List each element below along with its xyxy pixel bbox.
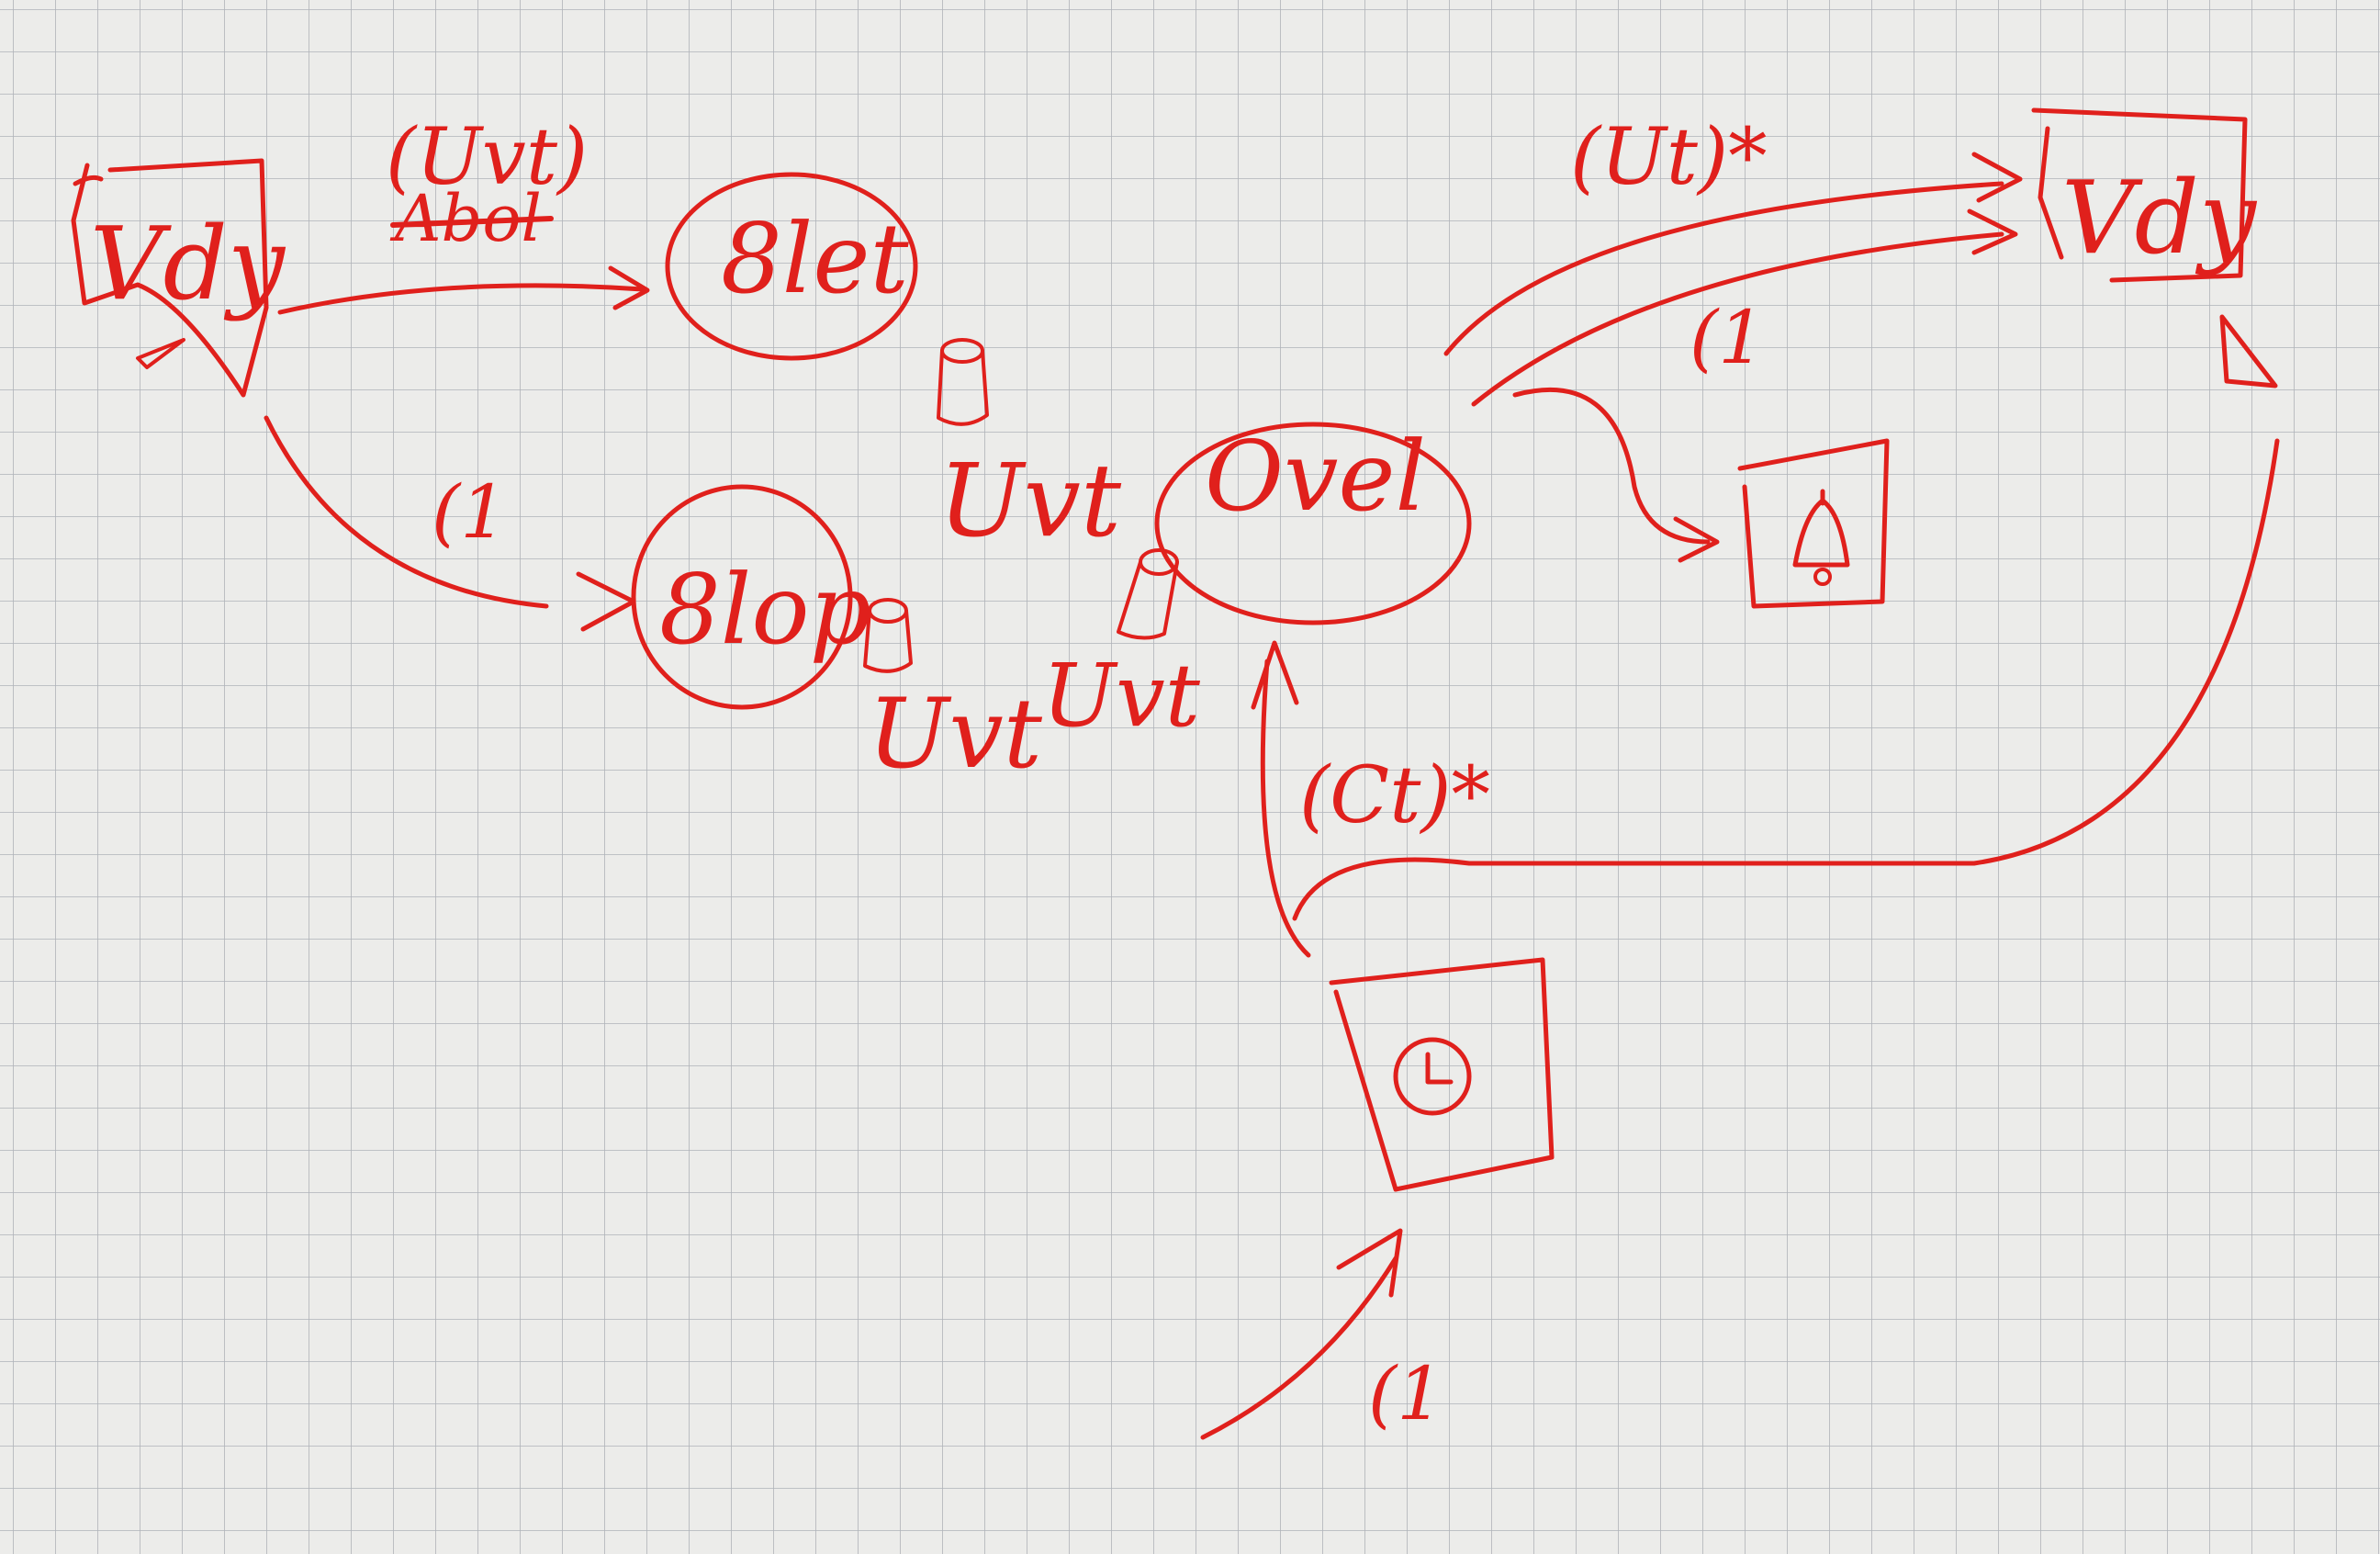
right-view-node: Vdy bbox=[2031, 107, 2258, 283]
edge-incoming-to-clock: (1 bbox=[1200, 1228, 1443, 1440]
edge-incoming-to-clock-label: (1 bbox=[1368, 1351, 1443, 1436]
left-view-label: Vdy bbox=[90, 205, 286, 322]
center-store-label: Uvt bbox=[1042, 646, 1201, 747]
edge-center-to-right-top-label: (Ut)* bbox=[1570, 112, 1768, 203]
mid-process-label: 8lop bbox=[659, 554, 871, 666]
edge-left-to-top: (Uvt) Abol bbox=[277, 112, 650, 315]
center-store-icon bbox=[1117, 548, 1179, 640]
edge-clock-to-right bbox=[1292, 314, 2280, 921]
mid-store-label: Uvt bbox=[868, 678, 1043, 790]
center-process-label: Ovel bbox=[1205, 421, 1426, 533]
mid-process-node: 8lop Uvt bbox=[631, 484, 1043, 790]
top-store-label: Uvt bbox=[938, 442, 1122, 559]
edge-clock-to-center-label: (Ct)* bbox=[1299, 750, 1490, 841]
edge-clock-to-center: (Ct)* bbox=[1251, 640, 1490, 958]
left-view-node: Vdy bbox=[71, 158, 286, 398]
bell-view-node bbox=[1737, 438, 1890, 609]
top-store-icon bbox=[937, 338, 989, 426]
bell-icon bbox=[1792, 489, 1850, 586]
mid-store-icon bbox=[863, 598, 913, 673]
edge-left-to-top-label: (Uvt) bbox=[386, 112, 588, 203]
edge-left-to-mid: (1 bbox=[264, 415, 636, 632]
clock-view-node bbox=[1329, 957, 1555, 1192]
clock-icon bbox=[1393, 1037, 1472, 1116]
edge-center-to-right-low: (1 bbox=[1471, 208, 2018, 407]
edge-center-to-bell bbox=[1512, 387, 1720, 563]
center-process-node: Ovel Uvt bbox=[1042, 421, 1472, 747]
top-process-node: 8let Uvt bbox=[665, 172, 1122, 559]
right-view-label: Vdy bbox=[2061, 159, 2258, 276]
edge-left-to-mid-label: (1 bbox=[432, 469, 507, 555]
edge-center-to-right-low-label: (1 bbox=[1690, 295, 1765, 380]
top-process-label: 8let bbox=[721, 203, 910, 315]
edge-center-to-right-top: (Ut)* bbox=[1443, 112, 2023, 356]
